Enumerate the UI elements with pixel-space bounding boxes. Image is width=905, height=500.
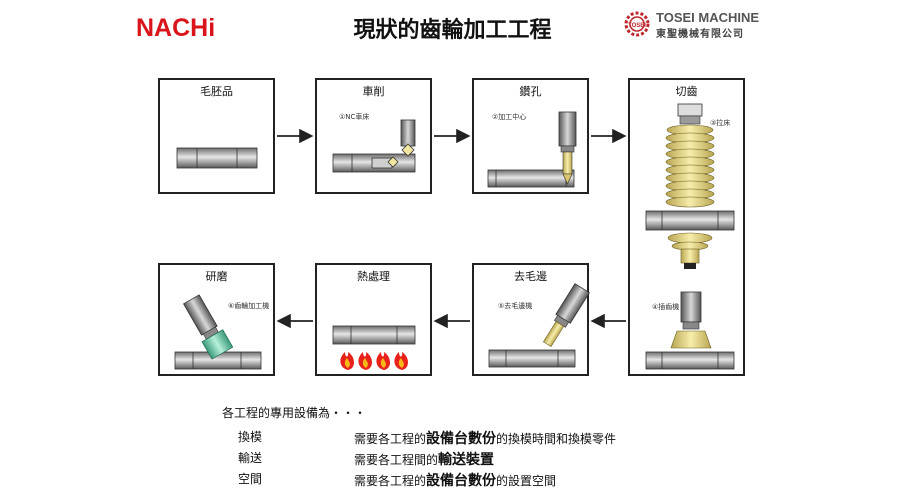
tosei-name-zh: 東聖機械有限公司: [656, 29, 744, 40]
workpiece-broaching: [645, 210, 735, 231]
note-desc: 需要各工程間的輸送裝置: [354, 452, 495, 468]
deburring-tool: [542, 283, 590, 347]
tosei-gear-icon: TOSEI: [624, 11, 650, 37]
workpiece-drilling: [487, 169, 575, 188]
machine-label-deburring: ⑤去毛邊機: [498, 302, 533, 310]
step-box-turning: 車削 ①NC車床: [315, 78, 432, 194]
page-title: 現狀的齒輪加工工程: [353, 18, 552, 43]
step-title-turning: 車削: [362, 85, 385, 98]
flame-icon-1: [340, 352, 355, 370]
notes-intro: 各工程的專用設備為・・・: [222, 406, 367, 420]
drill-spindle: [558, 111, 577, 185]
step-title-grinding: 研磨: [205, 270, 228, 283]
note-row-transport: 輸送 需要各工程間的輸送裝置: [238, 449, 494, 468]
workpiece-blank: [176, 147, 258, 169]
step-box-heat-treatment: 熱處理: [315, 263, 432, 376]
broach-shank: [667, 232, 713, 269]
step-title-gear-cutting: 切齒: [675, 85, 698, 98]
note-term: 換模: [238, 430, 263, 444]
note-term: 空間: [238, 472, 263, 486]
step-title-drilling: 鑽孔: [519, 85, 542, 98]
machine-label-nc-lathe: ①NC車床: [339, 113, 370, 121]
note-row-changeover: 換模 需要各工程的設備台數份的換模時間和換模零件: [238, 428, 616, 447]
workpiece-heat-treatment: [332, 325, 416, 345]
workpiece-shaping: [645, 351, 735, 370]
grinding-tool: [183, 294, 234, 360]
tosei-name-en: TOSEI MACHINE: [656, 10, 760, 25]
note-term: 輸送: [238, 451, 263, 465]
machine-label-machining-center: ②加工中心: [492, 113, 527, 121]
flame-icon-4: [394, 352, 409, 370]
step-box-blank: 毛胚品: [158, 78, 275, 194]
note-desc: 需要各工程的設備台數份的換模時間和換模零件: [354, 431, 617, 447]
flame-icon-2: [358, 352, 373, 370]
broach-teeth: [665, 124, 715, 208]
lathe-tool: [387, 119, 416, 168]
machine-label-gear-shaper: ④插齒機: [652, 303, 680, 311]
step-title-blank: 毛胚品: [200, 85, 233, 98]
step-title-deburring: 去毛邊: [514, 270, 547, 283]
tosei-mark-text: TOSEI: [628, 23, 646, 29]
shaper-spindle: [670, 291, 712, 349]
flame-icon-3: [376, 352, 391, 370]
workpiece-deburring: [488, 349, 576, 368]
note-desc: 需要各工程的設備台數份的設置空間: [354, 473, 557, 489]
step-title-heat-treatment: 熱處理: [357, 270, 390, 283]
nachi-logo: NACHi: [136, 14, 216, 42]
broach-tool: [677, 103, 703, 125]
tosei-logo: TOSEI TOSEI MACHINE 東聖機械有限公司: [622, 10, 782, 40]
machine-label-gear-grinder: ⑥齒輪加工機: [228, 302, 270, 310]
note-row-space: 空間 需要各工程的設備台數份的設置空間: [238, 470, 556, 489]
machine-label-broaching: ③拉床: [710, 119, 731, 127]
workpiece-turning: [332, 153, 416, 173]
